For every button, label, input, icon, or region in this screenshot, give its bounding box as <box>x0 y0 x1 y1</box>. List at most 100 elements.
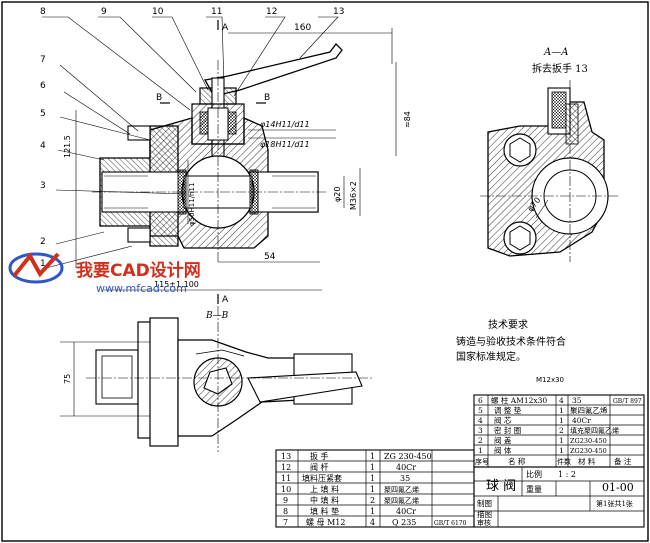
bom-row-8-qty: 1 <box>370 507 375 516</box>
bom-row-4-name: 阀 芯 <box>494 415 512 425</box>
bom-row-6-name: 螺 柱 AM12x30 <box>491 395 547 405</box>
bom-row-2-name: 阀 盖 <box>494 435 512 445</box>
dim-height-84: ≈84 <box>403 111 412 128</box>
bom-row-10-qty: 1 <box>370 485 375 494</box>
title-name: 球 阀 <box>486 479 516 494</box>
bom-row-5-qty: 1 <box>559 406 564 415</box>
title-weight-label: 重量 <box>526 484 542 494</box>
title-drawn-by: 制图 <box>477 498 492 508</box>
cut-b-left-label: B <box>156 93 162 103</box>
bom-row-13-qty: 1 <box>370 452 375 461</box>
bom-row-2-qty: 1 <box>559 436 564 445</box>
bom-row-5-name: 调 整 垫 <box>494 405 522 415</box>
bom-row-1-material: ZG230-450 <box>570 447 607 455</box>
nut-7 <box>127 125 151 141</box>
watermark-brand: 我要CAD设计网 <box>76 260 201 281</box>
bom-row-1-no: 1 <box>478 446 483 455</box>
bom-row-9-material: 聚四氟乙烯 <box>384 496 419 505</box>
bom-row-13-no: 13 <box>281 452 291 461</box>
dim-handle-160: 160 <box>294 23 311 33</box>
bom-row-13-name: 扳 手 <box>310 451 329 461</box>
bom-row-9-name: 中 填 料 <box>310 495 339 505</box>
title-traced-by: 描图 <box>477 509 492 519</box>
section-bb-title: B—B <box>205 311 229 321</box>
bom-lower-rows: 13 扳 手 1 ZG 230-450 12 阀 杆 1 40Cr 11 填料压… <box>281 451 467 527</box>
tech-req-note: M12x30 <box>536 376 564 384</box>
section-bb-view <box>60 306 372 452</box>
bom-row-7-name: 螺 母 M12 <box>306 517 345 527</box>
dim-thread-m36: M36×2 <box>349 181 358 210</box>
bom-header-qty: 件数 <box>557 457 571 466</box>
title-checked-by: 审核 <box>477 518 491 527</box>
bom-row-4-no: 4 <box>478 416 483 425</box>
balloon-11: 11 <box>211 7 222 17</box>
bom-header-no: 序号 <box>475 457 489 466</box>
bom-header-material: 材 料 <box>578 456 596 466</box>
dim-fit-18: φ18H11/d11 <box>260 140 310 149</box>
dim-len-115: 115±1.100 <box>154 280 199 289</box>
balloon-12: 12 <box>266 7 277 17</box>
bom-row-6-material: 35 <box>572 396 582 405</box>
balloon-1: 1 <box>40 259 46 269</box>
cut-a-top-label: A <box>222 23 229 33</box>
balloon-2: 2 <box>40 237 46 247</box>
bom-row-8-no: 8 <box>283 507 288 516</box>
bom-row-3-no: 3 <box>478 426 483 435</box>
bom-row-6-note: GB/T 897 <box>613 398 642 405</box>
section-aa-view <box>480 80 620 262</box>
bom-row-1-name: 阀 体 <box>494 445 512 455</box>
bom-row-11-name: 填料压紧套 <box>302 473 342 483</box>
bom-row-5-material: 聚四氟乙烯 <box>570 405 608 415</box>
dim-height-75: 75 <box>63 374 72 384</box>
tech-req-line1: 铸造与验收技术条件符合 <box>456 335 566 348</box>
cut-a-bottom-label: A <box>222 295 229 305</box>
title-sheet-info: 第1张共1张 <box>596 499 633 508</box>
bom-grid <box>275 394 645 528</box>
watermark-url: www.mfcad.com <box>96 282 187 295</box>
bom-row-6-qty: 4 <box>559 396 564 405</box>
bom-row-7-no: 7 <box>283 518 288 527</box>
dim-height-121: 121.5 <box>63 135 72 158</box>
title-scale-label: 比例 <box>526 469 542 479</box>
bom-header-name: 名 称 <box>508 456 526 466</box>
bom-row-10-material: 聚四氟乙烯 <box>384 485 419 494</box>
bom-row-5-no: 5 <box>478 406 483 415</box>
bom-row-9-no: 9 <box>283 496 288 505</box>
main-dimensions <box>75 28 397 291</box>
bom-row-7-qty: 4 <box>370 518 375 527</box>
bom-row-10-name: 上 填 料 <box>310 484 339 494</box>
main-section-view <box>92 43 343 262</box>
tech-req-heading: 技术要求 <box>488 318 528 331</box>
bom-row-2-material: ZG230-450 <box>570 437 607 445</box>
dim-fit-14: φ14H11/d11 <box>260 120 310 129</box>
bom-row-2-no: 2 <box>478 436 483 445</box>
bom-row-6-no: 6 <box>478 396 483 405</box>
balloon-3: 3 <box>40 181 46 191</box>
title-drawing-no: 01-00 <box>602 481 634 494</box>
bom-row-1-qty: 1 <box>559 446 564 455</box>
balloon-7: 7 <box>40 55 46 65</box>
bom-row-11-qty: 1 <box>370 474 375 483</box>
balloon-6: 6 <box>40 81 46 91</box>
bom-row-9-qty: 2 <box>370 496 375 505</box>
bom-row-11-no: 11 <box>281 474 291 483</box>
bom-row-8-material: 40Cr <box>396 507 416 516</box>
balloon-8: 8 <box>40 7 46 17</box>
balloon-5: 5 <box>40 109 46 119</box>
bom-row-10-no: 10 <box>281 485 291 494</box>
title-scale: 1 : 2 <box>558 470 576 479</box>
bom-row-3-material: 填充聚四氟乙烯 <box>570 426 619 435</box>
watermark-logo <box>8 252 64 284</box>
balloon-13: 13 <box>333 7 344 17</box>
section-aa-title: A—A <box>543 47 568 58</box>
balloon-4: 4 <box>40 141 46 151</box>
stud-6 <box>127 227 151 243</box>
bom-row-11-material: 35 <box>400 474 410 483</box>
remove-handle-note: 拆去扳手 13 <box>532 62 588 75</box>
balloon-9: 9 <box>101 7 107 17</box>
bom-row-8-name: 填 料 垫 <box>310 506 339 516</box>
bom-row-3-qty: 2 <box>559 426 564 435</box>
bom-header-note: 备 注 <box>614 456 632 466</box>
balloon-leaders <box>42 16 339 269</box>
packing-9 <box>199 111 209 135</box>
